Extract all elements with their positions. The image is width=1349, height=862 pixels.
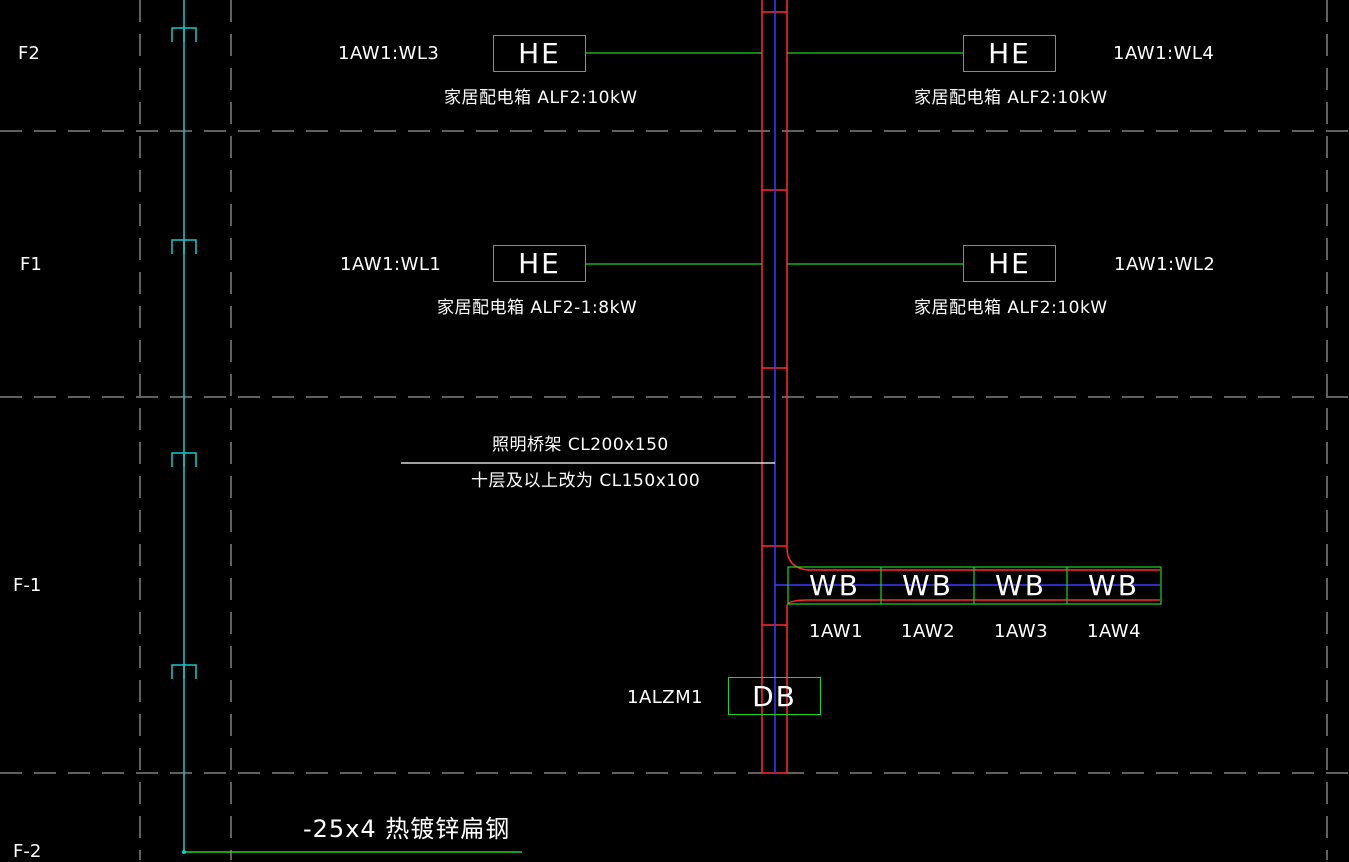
level-label-f1: F1 xyxy=(20,254,42,275)
ground-bracket xyxy=(171,239,197,254)
wb-panel-label: 1AW4 xyxy=(1087,621,1142,642)
tray-spec-note: 十层及以上改为 CL150x100 xyxy=(471,471,701,491)
circuit-label-wl4: 1AW1:WL4 xyxy=(1113,43,1215,64)
ground-flat-steel-label: -25x4 热镀锌扁钢 xyxy=(303,815,511,843)
ground-bracket xyxy=(171,27,197,42)
circuit-label-wl1: 1AW1:WL1 xyxy=(340,254,442,275)
vertical-grid-lines xyxy=(139,0,1328,860)
circuit-label-wl2: 1AW1:WL2 xyxy=(1114,254,1216,275)
level-label-f-1: F-1 xyxy=(13,575,42,596)
circuit-label-wl3: 1AW1:WL3 xyxy=(338,43,440,64)
wb-panel-2[interactable]: WB xyxy=(902,569,953,602)
branch-feeders xyxy=(586,52,963,265)
floor-lines xyxy=(0,130,1349,774)
wb-panel-frame xyxy=(787,566,1162,605)
box-description: 家居配电箱 ALF2-1:8kW xyxy=(437,298,638,318)
box-description: 家居配电箱 ALF2:10kW xyxy=(914,88,1108,108)
distribution-board-db[interactable]: DB xyxy=(728,677,821,715)
ground-bracket xyxy=(171,664,197,679)
home-distribution-box-he[interactable]: HE xyxy=(493,35,586,72)
box-description: 家居配电箱 ALF2:10kW xyxy=(444,88,638,108)
wb-panel-label: 1AW3 xyxy=(994,621,1049,642)
wb-panel-label: 1AW1 xyxy=(809,621,864,642)
ground-bracket xyxy=(171,452,197,467)
wb-panel-1[interactable]: WB xyxy=(809,569,860,602)
wb-panel-label: 1AW2 xyxy=(901,621,956,642)
db-label: 1ALZM1 xyxy=(627,687,704,708)
level-label-f2: F2 xyxy=(18,43,40,64)
main-cable-tray xyxy=(761,0,1160,774)
main-cable xyxy=(774,0,1160,773)
home-distribution-box-he[interactable]: HE xyxy=(963,245,1056,282)
home-distribution-box-he[interactable]: HE xyxy=(963,35,1056,72)
home-distribution-box-he[interactable]: HE xyxy=(493,245,586,282)
ground-riser xyxy=(171,0,197,852)
tray-spec-label: 照明桥架 CL200x150 xyxy=(492,435,669,455)
level-label-f-2: F-2 xyxy=(13,841,42,862)
wb-panel-3[interactable]: WB xyxy=(995,569,1046,602)
wb-panel-4[interactable]: WB xyxy=(1088,569,1139,602)
ground-node xyxy=(182,850,186,854)
box-description: 家居配电箱 ALF2:10kW xyxy=(914,298,1108,318)
